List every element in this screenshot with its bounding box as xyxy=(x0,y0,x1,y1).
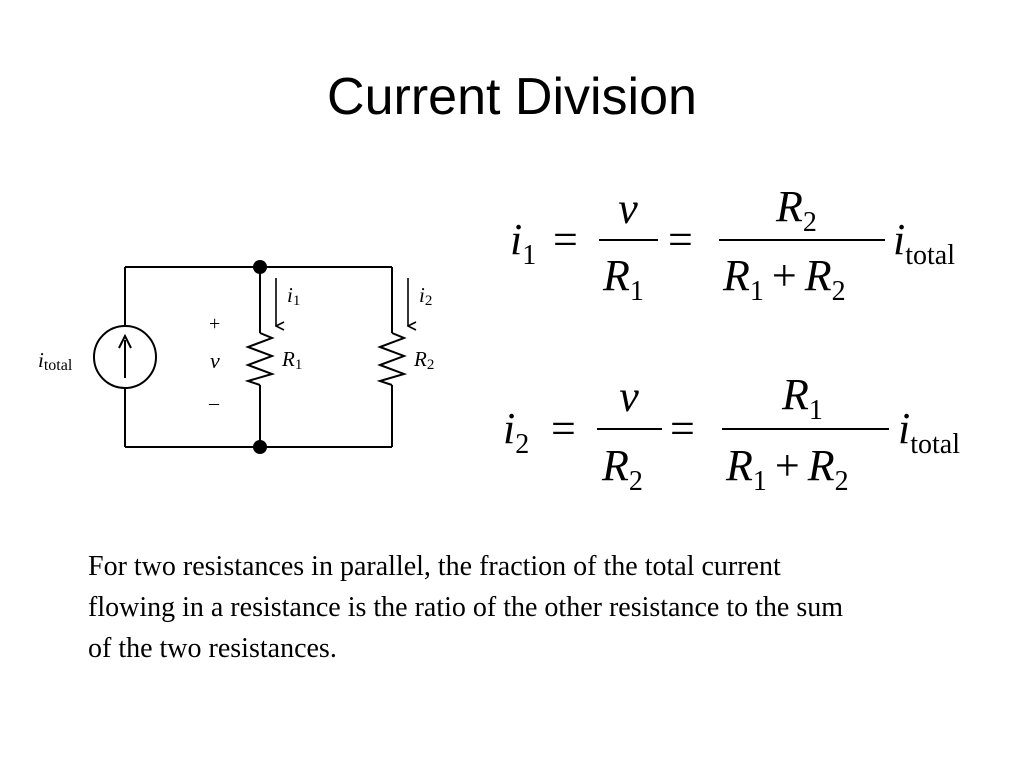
bottom-node xyxy=(253,440,267,454)
eq2-frac1-numerator: v xyxy=(619,372,639,421)
explanation-text: For two resistances in parallel, the fra… xyxy=(88,551,844,664)
eq1-equals-1: = xyxy=(553,215,578,264)
plus-sign: + xyxy=(209,313,220,335)
r1-label: R1 xyxy=(281,347,302,373)
eq2-frac2-denominator: R1+R2 xyxy=(725,441,849,497)
top-node xyxy=(253,260,267,274)
eq2-frac2-numerator: R1 xyxy=(781,370,823,426)
eq1-frac1-numerator: v xyxy=(618,184,638,233)
eq1-frac2-denominator: R1+R2 xyxy=(722,251,846,307)
voltage-label: v xyxy=(210,348,220,373)
source-label: itotal xyxy=(38,348,73,374)
r2-resistor xyxy=(376,332,408,386)
eq1-frac1-denominator: R1 xyxy=(602,251,644,307)
eq2-lhs: i2 xyxy=(503,404,529,460)
current-source xyxy=(93,325,157,389)
r2-label: R2 xyxy=(413,347,434,373)
source-arrow-icon xyxy=(118,333,132,349)
r1-resistor xyxy=(244,332,276,386)
minus-sign: – xyxy=(208,392,220,414)
eq1-lhs: i1 xyxy=(510,215,536,271)
equation-i1: i1 = v R1 = R2 R1+R2 itotal xyxy=(510,182,955,307)
eq1-equals-2: = xyxy=(668,215,693,264)
eq2-frac1-denominator: R2 xyxy=(601,441,643,497)
slide-title: Current Division xyxy=(327,68,697,126)
eq2-rhs: itotal xyxy=(898,404,960,460)
equation-i2: i2 = v R2 = R1 R1+R2 itotal xyxy=(503,370,960,497)
eq1-frac2-numerator: R2 xyxy=(775,182,817,238)
i2-label: i2 xyxy=(419,283,432,309)
eq1-rhs: itotal xyxy=(893,215,955,271)
circuit-diagram xyxy=(93,260,408,454)
eq2-equals-1: = xyxy=(551,404,576,453)
eq2-equals-2: = xyxy=(670,404,695,453)
i1-label: i1 xyxy=(287,283,300,309)
